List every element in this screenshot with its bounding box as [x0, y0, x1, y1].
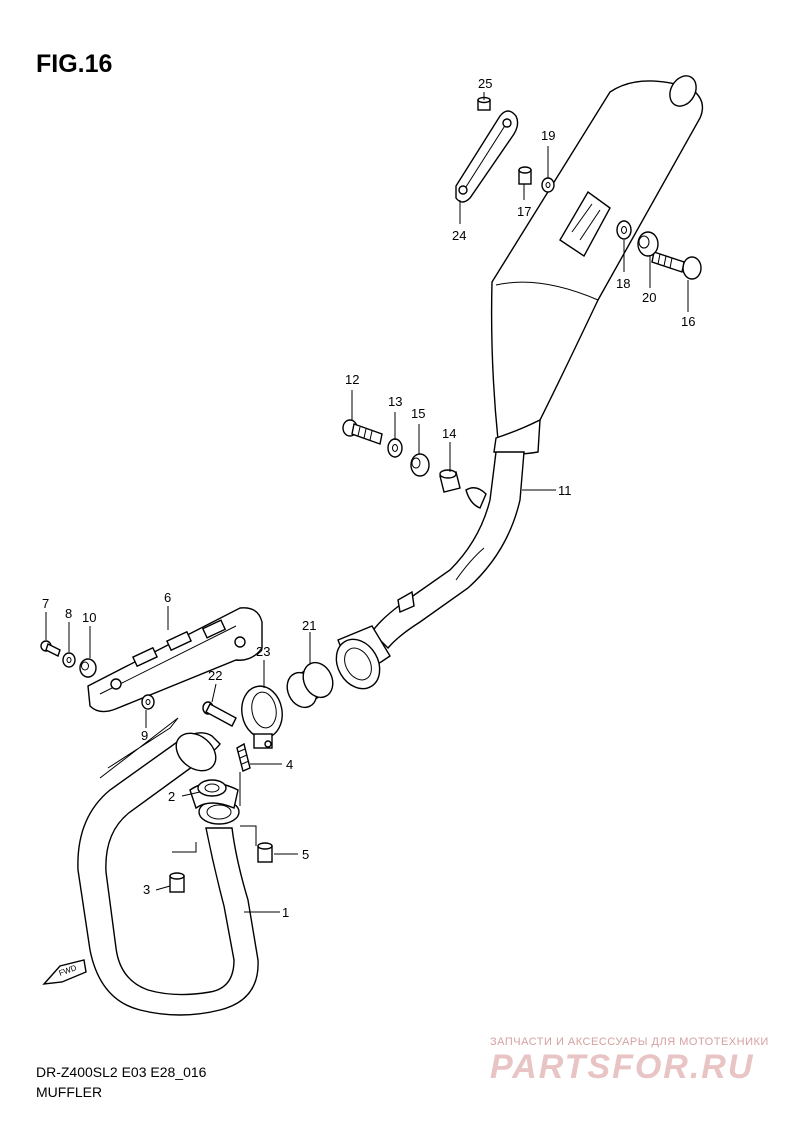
callout-21: 21	[302, 618, 316, 633]
clamp-part[interactable]	[238, 683, 286, 749]
callout-23: 23	[256, 644, 270, 659]
gasket-part[interactable]	[282, 658, 339, 712]
callout-19: 19	[541, 128, 555, 143]
watermark-logo: PARTSFOR.RU	[490, 1048, 755, 1086]
callout-12: 12	[345, 372, 359, 387]
callout-18: 18	[616, 276, 630, 291]
leader-lines	[45, 92, 689, 913]
callout-9: 9	[141, 728, 148, 743]
callout-20: 20	[642, 290, 656, 305]
washer-small2-part[interactable]	[62, 652, 76, 668]
clamp-bolt-part[interactable]	[202, 701, 237, 727]
callout-8: 8	[65, 606, 72, 621]
callout-4: 4	[286, 757, 293, 772]
callout-7: 7	[42, 596, 49, 611]
bolt-bracket-part[interactable]	[141, 694, 155, 710]
callout-1: 1	[282, 905, 289, 920]
muffler-assembly[interactable]	[328, 71, 704, 696]
callout-25: 25	[478, 76, 492, 91]
cushion-mid-part[interactable]	[410, 453, 430, 477]
bolt-part[interactable]	[651, 251, 702, 280]
washer-small-part[interactable]	[541, 177, 555, 193]
callout-22: 22	[208, 668, 222, 683]
callout-24: 24	[452, 228, 466, 243]
exhaust-pipe-part[interactable]	[77, 726, 259, 1016]
section-title: MUFFLER	[36, 1084, 103, 1100]
callout-16: 16	[681, 314, 695, 329]
callout-15: 15	[411, 406, 425, 421]
collar-part[interactable]	[439, 469, 461, 493]
nut-left-part[interactable]	[169, 872, 185, 893]
callout-2: 2	[168, 789, 175, 804]
bolt-small-part[interactable]	[40, 640, 61, 657]
cushion-small-part[interactable]	[79, 658, 97, 678]
callout-11: 11	[558, 483, 572, 498]
callout-10: 10	[82, 610, 96, 625]
callout-17: 17	[517, 204, 531, 219]
bracket-part[interactable]	[87, 607, 263, 713]
callout-numbers: 25 19 17 24 18 20 16 12 13 15 14 11 7 8 …	[42, 76, 695, 920]
pipe-gasket-part[interactable]	[197, 779, 227, 797]
forward-arrow-icon: FWD	[42, 959, 87, 985]
stud-part[interactable]	[236, 742, 251, 772]
callout-14: 14	[442, 426, 456, 441]
model-code: DR-Z400SL2 E03 E28_016	[36, 1064, 207, 1080]
cushion-part[interactable]	[637, 231, 659, 257]
strap-part[interactable]	[455, 110, 519, 203]
nut-right-part[interactable]	[257, 842, 273, 863]
callout-13: 13	[388, 394, 402, 409]
bolt-mid-part[interactable]	[342, 419, 383, 445]
washer-mid-part[interactable]	[387, 438, 403, 458]
watermark-tagline: ЗАПЧАСТИ И АКСЕССУАРЫ ДЛЯ МОТОТЕХНИКИ	[490, 1036, 769, 1048]
nut-small-part[interactable]	[518, 166, 532, 185]
washer-part[interactable]	[616, 220, 632, 240]
callout-6: 6	[164, 590, 171, 605]
callout-5: 5	[302, 847, 309, 862]
figure-number: FIG.16	[36, 50, 113, 78]
callout-3: 3	[143, 882, 150, 897]
